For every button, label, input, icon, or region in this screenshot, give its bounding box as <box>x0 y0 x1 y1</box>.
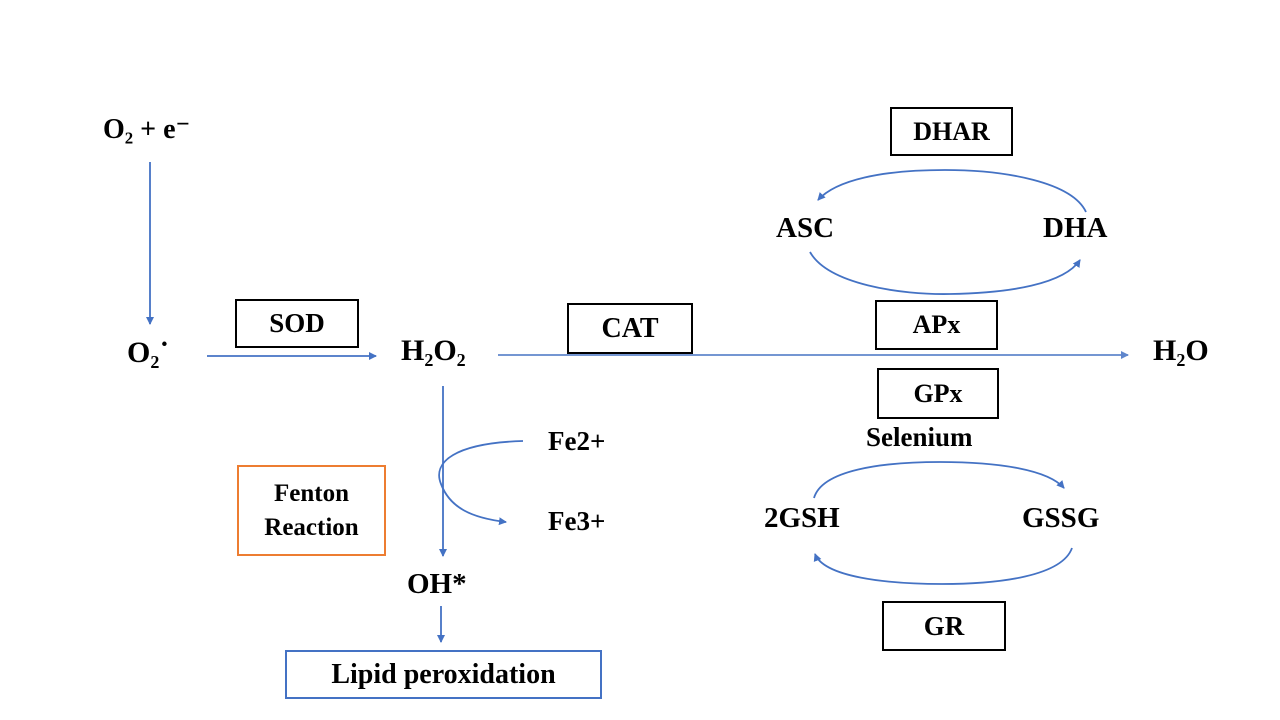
enzyme-label-dhar: DHAR <box>913 116 990 146</box>
arc-dha-to-asc <box>817 169 1087 213</box>
node-gssg: GSSG <box>1022 502 1100 534</box>
fenton-label-line1: Fenton <box>274 479 349 507</box>
enzyme-box-apx: APx <box>875 300 998 350</box>
enzyme-box-gpx: GPx <box>877 368 999 419</box>
enzyme-box-gr: GR <box>882 601 1006 651</box>
enzyme-label-sod: SOD <box>269 308 325 338</box>
enzyme-box-cat: CAT <box>567 303 693 354</box>
arc-gssg-to-gsh <box>813 547 1073 585</box>
node-h2o2: H₂O₂ <box>401 334 466 367</box>
arc-gsh-to-gssg <box>813 461 1065 499</box>
node-asc: ASC <box>776 212 835 244</box>
enzyme-label-cat: CAT <box>601 312 659 344</box>
enzyme-label-apx: APx <box>912 310 961 339</box>
node-o2-electron: O₂ + e⁻ <box>103 114 191 145</box>
node-oh-radical: OH* <box>407 568 467 600</box>
lipid-peroxidation-label: Lipid peroxidation <box>331 658 556 690</box>
enzyme-label-gr: GR <box>923 610 965 641</box>
enzyme-box-dhar: DHAR <box>890 107 1013 156</box>
arc-asc-to-dha <box>809 251 1081 295</box>
fenton-label-line2: Reaction <box>264 513 359 541</box>
enzyme-box-sod: SOD <box>235 299 359 348</box>
lipid-peroxidation-box: Lipid peroxidation <box>285 650 602 699</box>
node-dha: DHA <box>1043 212 1108 244</box>
node-h2o: H₂O <box>1153 334 1209 367</box>
enzyme-label-gpx: GPx <box>913 378 963 408</box>
node-fe3: Fe3+ <box>548 506 606 536</box>
node-superoxide: O₂˙ <box>127 336 170 369</box>
node-fe2: Fe2+ <box>548 426 606 456</box>
fenton-reaction-box: Fenton Reaction <box>237 465 386 556</box>
node-2gsh: 2GSH <box>764 502 840 534</box>
arrow-fenton-fe2-to-fe3 <box>438 440 524 526</box>
node-selenium: Selenium <box>866 422 973 452</box>
